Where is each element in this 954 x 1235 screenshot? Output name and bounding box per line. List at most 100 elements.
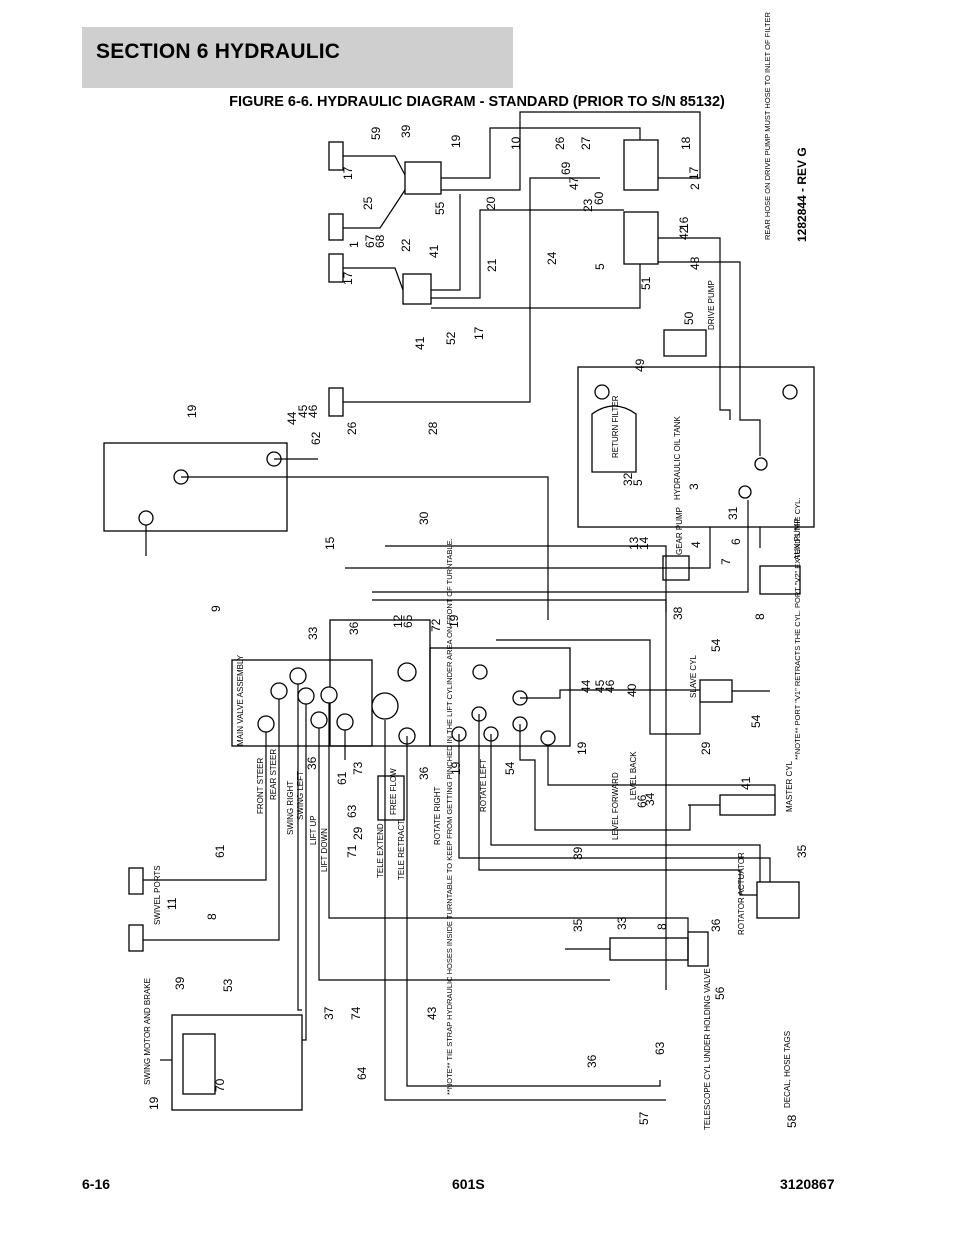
slave-cylinder (699, 679, 733, 703)
callout-number: 39 (173, 976, 187, 990)
callout-number: 10 (509, 136, 523, 150)
callout-number: 45 (296, 404, 310, 418)
callout-number: 22 (399, 238, 413, 252)
revision-label: 1282844 - REV G (795, 147, 809, 242)
callout-number: 36 (305, 756, 319, 770)
callout-number: 71 (345, 844, 359, 858)
callout-number: 8 (753, 613, 767, 620)
tele-cylinder (609, 937, 689, 961)
callout-number: 69 (559, 161, 573, 175)
callout-number: 56 (713, 986, 727, 1000)
callout-number: 59 (369, 126, 383, 140)
callout-number: 61 (335, 771, 349, 785)
free-flow-label: FREE FLOW (389, 768, 398, 815)
callout-number: 70 (213, 1078, 227, 1092)
callout-number: 16 (677, 216, 691, 230)
hose-lines (143, 111, 776, 1101)
callout-number: 37 (322, 1006, 336, 1020)
figure-title: FIGURE 6-6. HYDRAULIC DIAGRAM - STANDARD… (229, 94, 725, 110)
callout-number: 63 (345, 804, 359, 818)
callout-number: 44 (285, 411, 299, 425)
callout-number: 33 (306, 626, 320, 640)
callout-number: 51 (639, 276, 653, 290)
callout-number: 35 (795, 844, 809, 858)
callout-number: 5 (593, 263, 607, 270)
callout-number: 19 (575, 741, 589, 755)
callout-number: 39 (399, 124, 413, 138)
line-front-steer: FRONT STEER (256, 757, 265, 814)
rotator-label: ROTATOR ACTUATOR (737, 852, 746, 935)
callout-number: 47 (567, 176, 581, 190)
footer-page-number: 6-16 (82, 1176, 111, 1192)
callout-number: 28 (426, 421, 440, 435)
callout-number: 48 (688, 256, 702, 270)
hose-note: **NOTE** TIE STRAP HYDRAULIC HOSES INSID… (445, 538, 454, 1095)
callout-number: 6 (729, 538, 743, 545)
line-rotate-left: ROTATE LEFT (479, 759, 488, 812)
callout-number: 61 (213, 844, 227, 858)
line-rear-steer: REAR STEER (269, 749, 278, 800)
line-tele-retract: TELE RETRACT (397, 820, 406, 880)
decal-note: DECAL, HOSE TAGS (783, 1031, 792, 1108)
callout-number: 42 (677, 226, 691, 240)
callout-number: 34 (643, 792, 657, 806)
swivel-ports-label: SWIVEL PORTS (153, 865, 162, 925)
section-title: SECTION 6 HYDRAULIC (96, 40, 341, 63)
callout-number: 57 (637, 1111, 651, 1125)
slave-note: **NOTE** PORT "V1" RETRACTS THE CYL. POR… (793, 498, 802, 760)
master-cyl-label: MASTER CYL (785, 760, 794, 812)
callout-number: 63 (653, 1041, 667, 1055)
callout-number: 49 (633, 358, 647, 372)
callout-number: 36 (585, 1054, 599, 1068)
callout-number: 17 (341, 271, 355, 285)
callout-number: 9 (209, 605, 223, 612)
callout-number: 19 (447, 614, 461, 628)
swing-motor (171, 1014, 303, 1111)
callout-number: 5 (631, 479, 645, 486)
callout-number: 24 (545, 251, 559, 265)
filter-note: REAR HOSE ON DRIVE PUMP MUST HOSE TO INL… (763, 11, 772, 240)
callout-number: 19 (449, 761, 463, 775)
callout-number: 74 (349, 1006, 363, 1020)
callout-number: 54 (709, 638, 723, 652)
callout-number: 4 (689, 541, 703, 548)
callout-number: 67 (363, 234, 377, 248)
callout-number: 20 (484, 196, 498, 210)
callout-number: 26 (345, 421, 359, 435)
callout-number: 19 (185, 404, 199, 418)
callout-number: 53 (221, 978, 235, 992)
main-valve-label: MAIN VALVE ASSEMBLY (236, 654, 245, 746)
callout-number: 35 (571, 918, 585, 932)
callout-number: 15 (323, 536, 337, 550)
line-lift-up: LIFT UP (309, 815, 318, 845)
master-cylinder (719, 794, 776, 816)
gear-pump-label: GEAR PUMP (675, 507, 684, 555)
callout-number: 65 (401, 614, 415, 628)
callout-number: 36 (417, 766, 431, 780)
callout-number: 1 (347, 241, 361, 248)
callout-number: 54 (503, 761, 517, 775)
callout-number: 8 (655, 923, 669, 930)
footer-model: 601S (452, 1176, 485, 1192)
callout-number: 29 (351, 826, 365, 840)
line-swing-left: SWING LEFT (296, 771, 305, 820)
callout-number: 72 (429, 618, 443, 632)
callout-number: 21 (485, 258, 499, 272)
callout-number: 11 (165, 897, 179, 910)
callout-number: 52 (444, 331, 458, 345)
line-level-forward: LEVEL FORWARD (611, 772, 620, 840)
callout-number: 19 (449, 134, 463, 148)
swing-motor-label: SWING MOTOR AND BRAKE (143, 978, 152, 1085)
section-header-bar: SECTION 6 HYDRAULIC (82, 27, 513, 88)
callout-number: 33 (615, 916, 629, 930)
aux-pump (759, 565, 801, 595)
callout-number: 7 (719, 558, 733, 565)
line-lift-down: LIFT DOWN (320, 828, 329, 872)
callout-number: 50 (682, 311, 696, 325)
oil-tank (577, 366, 815, 528)
callout-number: 58 (785, 1114, 799, 1128)
line-level-back: LEVEL BACK (629, 751, 638, 800)
callout-number: 54 (749, 714, 763, 728)
